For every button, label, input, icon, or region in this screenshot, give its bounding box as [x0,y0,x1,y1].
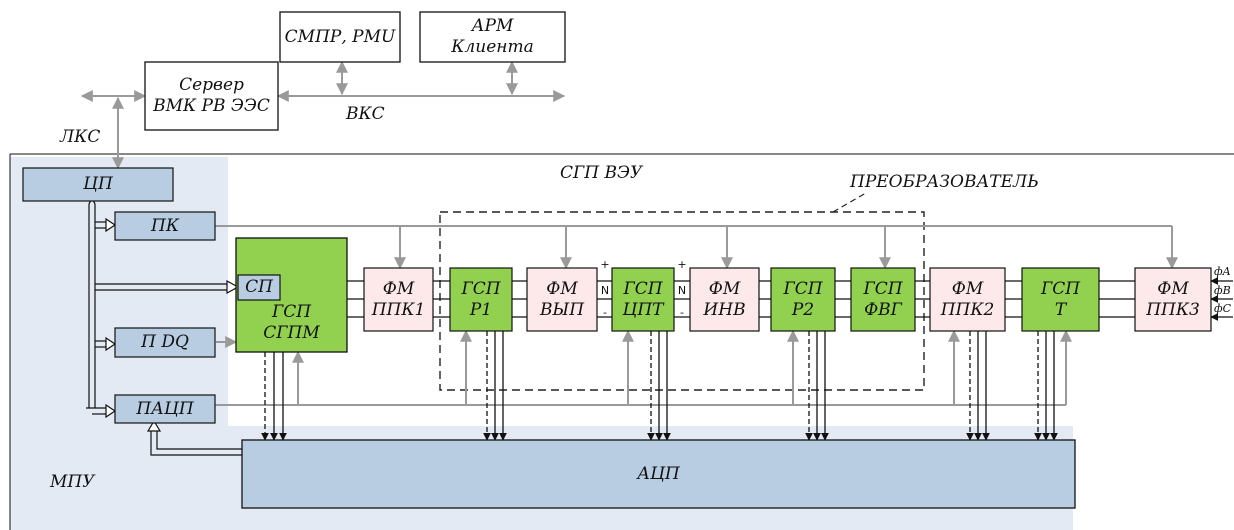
arm-label: АРМ Клиента [420,12,565,62]
gsp-t-box [1021,267,1100,332]
gsp-t-label: ГСП Т [1022,268,1099,331]
fm-ppk2-label: ФМ ППК2 [930,268,1005,331]
pk-label-text: ПК [151,215,179,236]
top-network [80,60,566,170]
gsp-sgpm-line2: СГПМ [263,323,320,343]
phase-c-label: фC [1214,302,1232,315]
dc-plus-right: + [677,258,687,271]
fm-ppk2-line2: ППК2 [940,299,995,320]
smpr-label: СМПР, PMU [280,12,400,62]
pacp-box [114,394,216,424]
fm-inv-label: ФМ ИНВ [690,268,759,331]
fm-ppk1-line1: ФМ [382,278,415,299]
mpu-title: МПУ [50,472,95,492]
dc-n-left: N [600,284,610,297]
gsp-r2-line2: Р2 [791,299,815,320]
gsp-r1-box [449,267,513,332]
arm-box [419,11,566,63]
acp-box [241,439,1076,509]
pdq-label: П DQ [115,328,215,357]
gsp-fvg-line1: ГСП [863,278,903,299]
gsp-fvg-box [850,267,916,332]
gsp-t-line2: Т [1054,299,1067,320]
gsp-r1-line1: ГСП [461,278,501,299]
dc-plus-left: + [600,258,610,271]
arm-label-line2: Клиента [451,37,534,57]
dc-minus-right: - [680,306,684,319]
fm-vyp-line1: ФМ [546,278,578,299]
arm-label-line1: АРМ [471,16,514,36]
fm-ppk3-line1: ФМ [1157,278,1189,299]
converter-title: ПРЕОБРАЗОВАТЕЛЬ [850,172,1039,192]
sp-label: СП [238,275,280,300]
cp-label-text: ЦП [83,174,113,194]
dc-n-right: N [677,284,687,297]
gsp-fvg-line2: ФВГ [864,299,902,320]
fm-inv-line1: ФМ [708,278,741,299]
server-label-line1: Сервер [179,75,244,95]
cp-label: ЦП [23,168,173,201]
gsp-r1-label: ГСП Р1 [450,268,512,331]
converter-dashed-region [439,211,925,391]
fm-inv-line2: ИНВ [703,299,746,320]
fm-ppk3-label: ФМ ППК3 [1135,268,1211,331]
phase-a-label: фA [1214,265,1231,278]
gsp-r1-line2: Р1 [469,299,493,320]
vks-label: ВКС [346,104,385,124]
gsp-sgpm-label: ГСП СГПМ [236,296,347,350]
pacp-label: ПАЦП [115,395,215,423]
dc-minus-left: - [603,306,607,319]
gsp-r2-box [770,267,836,332]
fm-ppk3-line2: ППК3 [1146,299,1200,320]
pdq-label-text: П DQ [141,332,189,352]
fm-ppk2-box [929,267,1006,332]
fm-vyp-label: ФМ ВЫП [527,268,597,331]
converter-label-leader [832,192,867,213]
fm-ppk1-box [363,267,434,332]
acp-label: АЦП [242,440,1075,508]
mpu-bus [86,196,228,415]
gsp-cpt-line2: ЦПТ [622,299,664,320]
fm-vyp-line2: ВЫП [539,299,585,320]
fm-ppk1-label: ФМ ППК1 [364,268,433,331]
pk-label: ПК [115,212,215,240]
fm-vyp-box [526,267,598,332]
phase-b-label: фB [1214,284,1231,297]
fm-ppk3-box [1134,267,1212,332]
smpr-box [279,11,401,63]
control-lines [172,225,1178,406]
gsp-cpt-line1: ГСП [623,278,663,299]
gsp-r2-label: ГСП Р2 [771,268,835,331]
gsp-sgpm-line1: ГСП [271,302,312,322]
phase-inputs [1210,277,1233,321]
fm-inv-box [689,267,760,332]
sp-box [237,274,281,301]
pacp-label-text: ПАЦП [136,398,194,419]
gsp-r2-line1: ГСП [783,278,823,299]
pk-box [114,211,216,241]
lks-label: ЛКС [60,127,101,147]
server-label-line2: ВМК РВ ЭЭС [153,96,270,116]
pdq-box [114,327,216,358]
sp-label-text: СП [245,277,273,297]
gsp-t-line1: ГСП [1040,278,1081,299]
acp-to-pacp-arrowhead [146,419,162,432]
mpu-bus-arrowheads [105,217,240,419]
acp-to-pacp-link [150,430,242,456]
gsp-cpt-label: ГСП ЦПТ [612,268,674,331]
acp-label-text: АЦП [637,463,680,484]
fm-ppk2-line1: ФМ [951,278,984,299]
server-box [144,61,279,131]
fm-ppk1-line2: ППК1 [371,299,426,320]
gsp-cpt-box [611,267,675,332]
smpr-label-text: СМПР, PMU [284,26,396,47]
measurement-arrows [261,331,1058,441]
gsp-fvg-label: ГСП ФВГ [851,268,915,331]
sgp-veu-title: СГП ВЭУ [560,163,643,183]
cp-box [22,167,174,202]
server-label: Сервер ВМК РВ ЭЭС [145,62,278,130]
